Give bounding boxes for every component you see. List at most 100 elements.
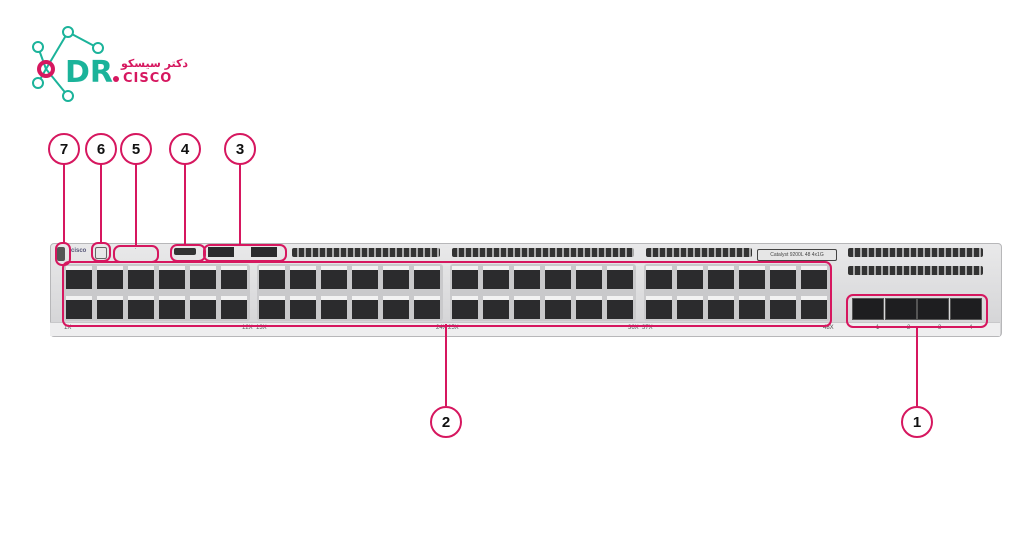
svg-text:CISCO: CISCO <box>123 71 172 86</box>
dr-cisco-logo: DR CISCO دكتر سيسكو <box>32 26 188 102</box>
sfp-port[interactable] <box>917 298 949 320</box>
rj45-port[interactable] <box>677 296 703 319</box>
callout-2: 2 <box>430 406 462 438</box>
rj45-port[interactable] <box>190 266 216 289</box>
callout-5: 5 <box>120 133 152 165</box>
port-bay <box>450 264 636 321</box>
rj45-port[interactable] <box>66 296 92 319</box>
leader-line <box>135 164 137 246</box>
leader-line <box>100 164 102 244</box>
rj45-port[interactable] <box>321 296 347 319</box>
rj45-port[interactable] <box>159 296 185 319</box>
rj45-port[interactable] <box>514 296 540 319</box>
rj45-port[interactable] <box>514 266 540 289</box>
uplink-label: 2 <box>907 325 911 331</box>
mini-usb-console-port[interactable] <box>174 248 196 255</box>
port-label: 1X <box>64 325 72 331</box>
rj45-port[interactable] <box>352 296 378 319</box>
highlight-3 <box>203 244 287 262</box>
rj45-port[interactable] <box>646 266 672 289</box>
highlight-2 <box>62 261 832 327</box>
rj45-port[interactable] <box>576 296 602 319</box>
rj45-port[interactable] <box>483 266 509 289</box>
port-bay <box>64 264 250 321</box>
sfp-port[interactable] <box>949 298 982 320</box>
sfp-port[interactable] <box>884 298 917 320</box>
rj45-port[interactable] <box>739 266 765 289</box>
rj45-port[interactable] <box>677 266 703 289</box>
rj45-port[interactable] <box>221 296 247 319</box>
rj45-port[interactable] <box>545 296 571 319</box>
air-vent <box>848 248 983 257</box>
rj45-port[interactable] <box>97 266 123 289</box>
callout-4: 4 <box>169 133 201 165</box>
rj45-port[interactable] <box>607 266 633 289</box>
rj45-port[interactable] <box>259 296 285 319</box>
rj45-port[interactable] <box>576 266 602 289</box>
rj45-port[interactable] <box>708 266 734 289</box>
air-vent <box>292 248 440 257</box>
air-vent <box>452 248 634 257</box>
rj45-port[interactable] <box>128 296 154 319</box>
rj45-port[interactable] <box>221 266 247 289</box>
rj45-port[interactable] <box>159 266 185 289</box>
port-label: 48X <box>823 325 834 331</box>
rj45-port[interactable] <box>801 296 827 319</box>
usb-port-1[interactable] <box>208 247 234 257</box>
rj45-port[interactable] <box>545 266 571 289</box>
rj45-port[interactable] <box>414 266 440 289</box>
rj45-port[interactable] <box>352 266 378 289</box>
port-label: 36X <box>628 325 639 331</box>
status-leds: · · · <box>115 246 165 252</box>
uplink-label: 1 <box>876 325 880 331</box>
rj45-port[interactable] <box>383 266 409 289</box>
leader-line <box>916 326 918 406</box>
port-label: 24X <box>436 325 447 331</box>
highlight-6 <box>91 242 111 262</box>
uplink-label: 4 <box>969 325 973 331</box>
rj45-port[interactable] <box>708 296 734 319</box>
rj45-port[interactable] <box>190 296 216 319</box>
highlight-4 <box>170 244 206 262</box>
port-label: 12X <box>242 325 253 331</box>
callout-3: 3 <box>224 133 256 165</box>
port-label: 13X <box>256 325 267 331</box>
rj45-port[interactable] <box>770 266 796 289</box>
rj45-port[interactable] <box>607 296 633 319</box>
rj45-port[interactable] <box>259 266 285 289</box>
usb-port-2[interactable] <box>251 247 277 257</box>
highlight-1 <box>846 294 988 328</box>
rj45-port[interactable] <box>452 296 478 319</box>
rj45-port[interactable] <box>383 296 409 319</box>
rj45-port[interactable] <box>321 266 347 289</box>
sfp-port[interactable] <box>852 298 884 320</box>
cisco-logo: cisco <box>71 248 87 254</box>
rj45-port[interactable] <box>290 296 316 319</box>
svg-text:دكتر سيسكو: دكتر سيسكو <box>120 57 188 70</box>
rj45-port[interactable] <box>739 296 765 319</box>
rj45-port[interactable] <box>646 296 672 319</box>
rj45-port[interactable] <box>128 266 154 289</box>
leader-line <box>184 164 186 245</box>
mode-button[interactable] <box>57 247 65 261</box>
air-vent <box>646 248 752 257</box>
callout-7: 7 <box>48 133 80 165</box>
leader-line <box>63 164 65 244</box>
rj45-port[interactable] <box>452 266 478 289</box>
usb-type-c-console[interactable] <box>95 247 107 259</box>
callout-1: 1 <box>901 406 933 438</box>
port-bay <box>257 264 443 321</box>
port-label: 25X <box>448 325 459 331</box>
rj45-port[interactable] <box>801 266 827 289</box>
leader-line <box>445 324 447 406</box>
rj45-port[interactable] <box>66 266 92 289</box>
rj45-port[interactable] <box>414 296 440 319</box>
rj45-port[interactable] <box>483 296 509 319</box>
model-label: Catalyst 9200L 48 4x1G <box>757 249 837 261</box>
rj45-port[interactable] <box>290 266 316 289</box>
rj45-port[interactable] <box>770 296 796 319</box>
leader-line <box>239 164 241 245</box>
rj45-port[interactable] <box>97 296 123 319</box>
air-vent <box>848 266 983 275</box>
port-bay <box>644 264 830 321</box>
